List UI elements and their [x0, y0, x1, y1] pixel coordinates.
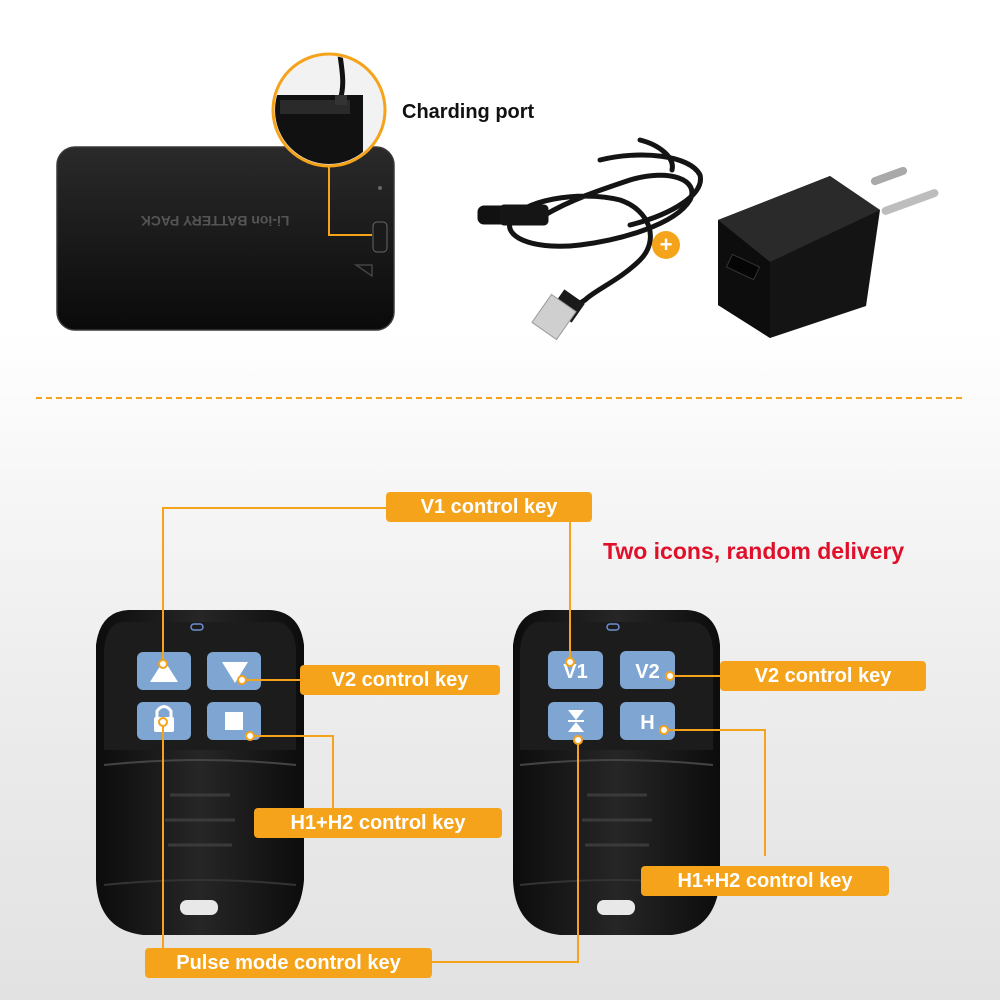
h-callout-right: H1+H2 control key: [641, 866, 889, 896]
v2-key: [620, 651, 675, 689]
led-window: [180, 900, 218, 915]
svg-text:+: +: [660, 232, 673, 257]
v2-key-label: V2: [635, 661, 659, 683]
v2-callout-left: V2 control key: [300, 665, 500, 695]
battery-engraving: Li-ion BATTERY PACK: [141, 213, 290, 229]
random-delivery-note: Two icons, random delivery: [603, 538, 905, 564]
usb-c-port: [372, 221, 388, 253]
down-arrow-icon: [222, 662, 248, 683]
pulse-callout: Pulse mode control key: [145, 948, 432, 978]
usb-cable: [477, 137, 703, 341]
v1-key: [548, 651, 603, 689]
v2-callout-right: V2 control key: [720, 661, 926, 691]
left-remote: [96, 610, 304, 935]
callout-dots: [158, 657, 675, 745]
charging-port-label: Charding port: [402, 101, 535, 123]
battery-pack: Li-ion BATTERY PACK: [56, 146, 395, 331]
wall-charger: [718, 166, 939, 338]
up-arrow-icon: [150, 660, 178, 682]
charging-port-magnifier: [271, 52, 387, 236]
right-remote: V1 V2 H: [513, 610, 720, 935]
plus-badge: +: [652, 231, 680, 259]
v1-callout: V1 control key: [386, 492, 592, 522]
stop-icon: [225, 712, 243, 730]
h-key-label: H: [640, 712, 654, 734]
pulse-icon: [568, 710, 584, 732]
h-callout-left: H1+H2 control key: [254, 808, 502, 838]
